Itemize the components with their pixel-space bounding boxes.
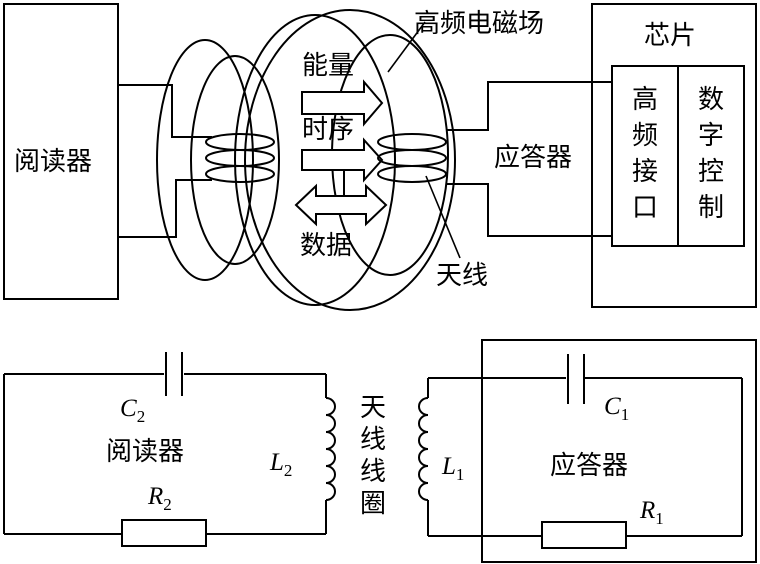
l1-label: L1 (441, 453, 464, 484)
svg-text:口: 口 (632, 193, 658, 223)
svg-text:圈: 圈 (360, 489, 386, 519)
timing-arrow (301, 137, 384, 183)
svg-text:字: 字 (698, 121, 724, 151)
reader-circuit (3, 373, 327, 535)
data-label: 数据 (300, 231, 352, 261)
energy-label: 能量 (302, 51, 354, 81)
transponder-coil (377, 133, 447, 183)
transponder-circuit (427, 377, 743, 537)
antenna-coil-label: 天 线 线 圈 (360, 393, 386, 519)
svg-text:高: 高 (632, 85, 658, 115)
resistor-r1 (541, 521, 627, 549)
field-pointer (387, 21, 426, 73)
svg-text:线: 线 (360, 425, 386, 455)
c1-label: C1 (604, 393, 629, 424)
transponder-label: 应答器 (494, 143, 572, 173)
l2-label: L2 (269, 449, 292, 480)
svg-text:制: 制 (698, 193, 724, 223)
reader-field-loops (156, 39, 280, 281)
chip-label: 芯片 (644, 21, 696, 51)
svg-text:接: 接 (632, 157, 658, 187)
transponder-box (481, 339, 757, 563)
capacitor-c2 (165, 352, 183, 396)
data-arrow (294, 183, 388, 227)
svg-text:线: 线 (360, 457, 386, 487)
reader-box (3, 3, 119, 300)
field-label: 高频电磁场 (414, 9, 544, 39)
rf-interface-block: 高 频 接 口 (632, 85, 658, 223)
c2-label: C2 (120, 395, 145, 426)
inductor-l1 (418, 397, 429, 501)
chip-box (591, 3, 757, 308)
hf-field-ellipses (234, 9, 456, 311)
antenna-pointer (425, 175, 461, 259)
svg-text:天: 天 (360, 393, 386, 423)
r1-label: R1 (639, 497, 664, 528)
reader-coil (205, 133, 275, 183)
svg-text:控: 控 (698, 157, 724, 187)
capacitor-c1 (567, 354, 585, 404)
transponder-circuit-label: 应答器 (550, 451, 628, 481)
timing-label: 时序 (302, 115, 354, 145)
energy-arrow (301, 79, 384, 127)
digital-control-block: 数 字 控 制 (698, 85, 724, 223)
reader-label: 阅读器 (14, 147, 92, 177)
transponder-leads (446, 81, 612, 237)
svg-text:数: 数 (698, 85, 724, 115)
antenna-label: 天线 (436, 261, 488, 291)
inductor-l2 (325, 397, 336, 501)
resistor-r2 (121, 519, 207, 547)
svg-text:频: 频 (632, 121, 658, 151)
r2-label: R2 (147, 483, 172, 514)
reader-circuit-label: 阅读器 (106, 437, 184, 467)
